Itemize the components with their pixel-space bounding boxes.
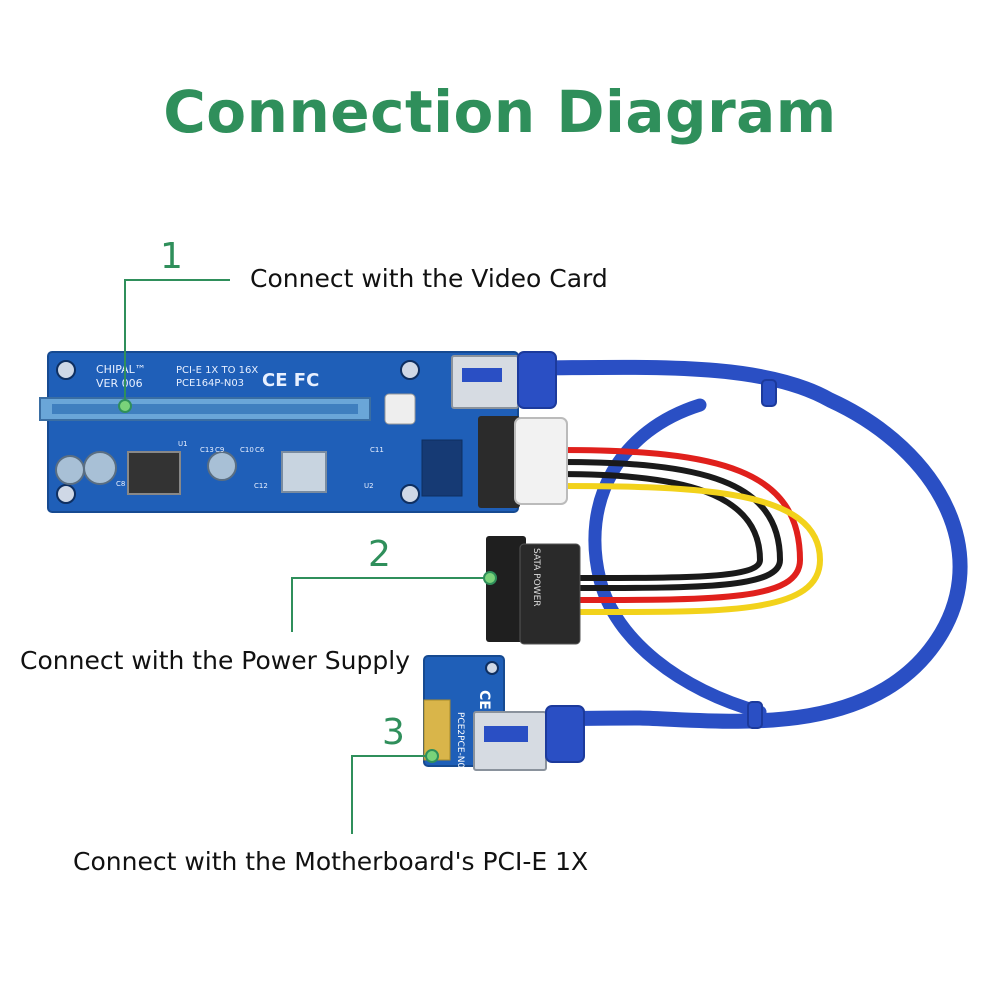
svg-text:C11: C11 <box>370 446 384 454</box>
adapter-board-text: PCE2PCE-N06 <box>455 712 465 774</box>
callout-label-power-supply: Connect with the Power Supply <box>20 646 411 675</box>
callout-number-3: 3 <box>382 712 405 753</box>
usb-port-riser <box>451 351 557 409</box>
svg-text:C10: C10 <box>240 446 254 454</box>
riser-board: CHIPAL™ VER 006 PCI-E 1X TO 16X PCE164P-… <box>39 351 519 513</box>
svg-text:C9: C9 <box>215 446 224 454</box>
board-marks: CE FC <box>262 370 319 391</box>
callout-label-video-card: Connect with the Video Card <box>250 264 608 293</box>
svg-text:C6: C6 <box>255 446 265 454</box>
board-model-line1: PCI-E 1X TO 16X <box>176 365 258 376</box>
callout-point-3 <box>425 749 439 763</box>
board-model-line2: PCE164P-N03 <box>176 378 244 389</box>
svg-text:U1: U1 <box>178 440 188 448</box>
callout-lines <box>124 279 490 834</box>
usb-cable <box>512 359 968 730</box>
callout-point-2 <box>483 571 497 585</box>
power-wires <box>559 447 824 616</box>
callout-label-motherboard: Connect with the Motherboard's PCI-E 1X <box>73 847 589 876</box>
adapter-mark: CE <box>476 690 492 710</box>
board-brand-text: CHIPAL™ <box>96 363 146 376</box>
svg-text:U2: U2 <box>364 482 374 490</box>
svg-text:C12: C12 <box>254 482 268 490</box>
gold-fingers <box>423 699 451 761</box>
callout-point-1 <box>118 399 132 413</box>
component-labels: U1 C13 C9 C10 C6 C12 C8 C11 U2 <box>116 440 384 490</box>
svg-text:C13: C13 <box>200 446 214 454</box>
usb-port-adapter <box>473 705 585 771</box>
cable-tie-top <box>761 379 777 407</box>
callout-number-1: 1 <box>160 236 183 277</box>
page-title: Connection Diagram <box>163 78 837 146</box>
callout-number-2: 2 <box>368 534 391 575</box>
cable-tie-bottom <box>747 701 763 729</box>
svg-text:C8: C8 <box>116 480 125 488</box>
board-version-text: VER 006 <box>96 377 143 390</box>
sata-power-connector: SATA POWER <box>486 536 581 645</box>
molex-connector <box>478 416 568 508</box>
sata-power-text: SATA POWER <box>531 548 541 607</box>
